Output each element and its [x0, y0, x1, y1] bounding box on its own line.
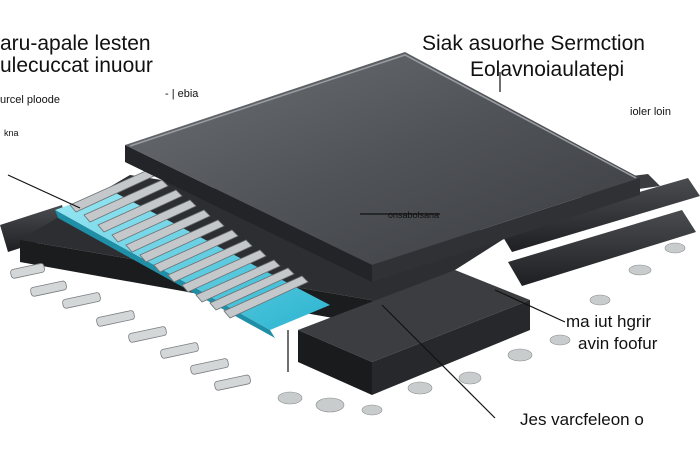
label-left-tiny: kna: [4, 128, 19, 138]
label-center-tiny: onsabolsana: [388, 210, 440, 220]
label-right-mid-2: avin foofur: [578, 334, 658, 353]
label-top-small: - | ebia: [165, 88, 199, 100]
right-rail-lower: [508, 210, 696, 286]
label-top-right-1: Siak asuorhe Sermction: [422, 32, 645, 55]
left-rail: [0, 205, 70, 252]
label-right-mid-1: ma iut hgrir: [566, 312, 652, 331]
label-right-small: ioler loin: [630, 106, 671, 118]
leader-lines: [7, 72, 566, 419]
inner-pins: [69, 169, 309, 319]
outer-pins: [10, 263, 251, 391]
label-left-small: urcel ploode: [0, 94, 60, 106]
right-rail-upper: [500, 178, 700, 252]
solder-debris: [277, 242, 686, 416]
label-top-left-2: ulecuccat inuour: [0, 54, 153, 77]
label-top-left-1: aru-apale lesten: [0, 32, 151, 55]
front-block-face: [372, 300, 530, 395]
label-bottom-right: Jes varcfeleon o: [520, 410, 644, 429]
chip-lid-edge-right: [372, 178, 640, 282]
front-block-side: [298, 330, 372, 395]
front-block-top: [298, 270, 530, 362]
label-top-right-2: Eolavnoiaulatepi: [470, 58, 625, 81]
chip-lid-edge-front: [125, 145, 372, 282]
